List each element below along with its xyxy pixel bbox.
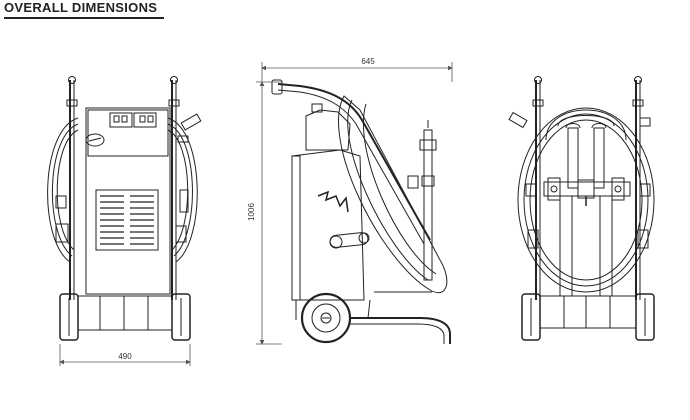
title-underline <box>4 17 164 19</box>
rear-view <box>508 76 655 341</box>
height-dimension-label: 1006 <box>247 203 256 221</box>
page-title: OVERALL DIMENSIONS <box>4 0 158 15</box>
side-view <box>271 79 451 344</box>
width-dimension-line <box>59 344 191 366</box>
height-dimension-line <box>256 81 282 345</box>
depth-dimension-line <box>261 62 453 82</box>
width-dimension-label: 490 <box>118 352 132 361</box>
front-view <box>47 76 202 341</box>
depth-dimension-label: 645 <box>361 57 375 66</box>
